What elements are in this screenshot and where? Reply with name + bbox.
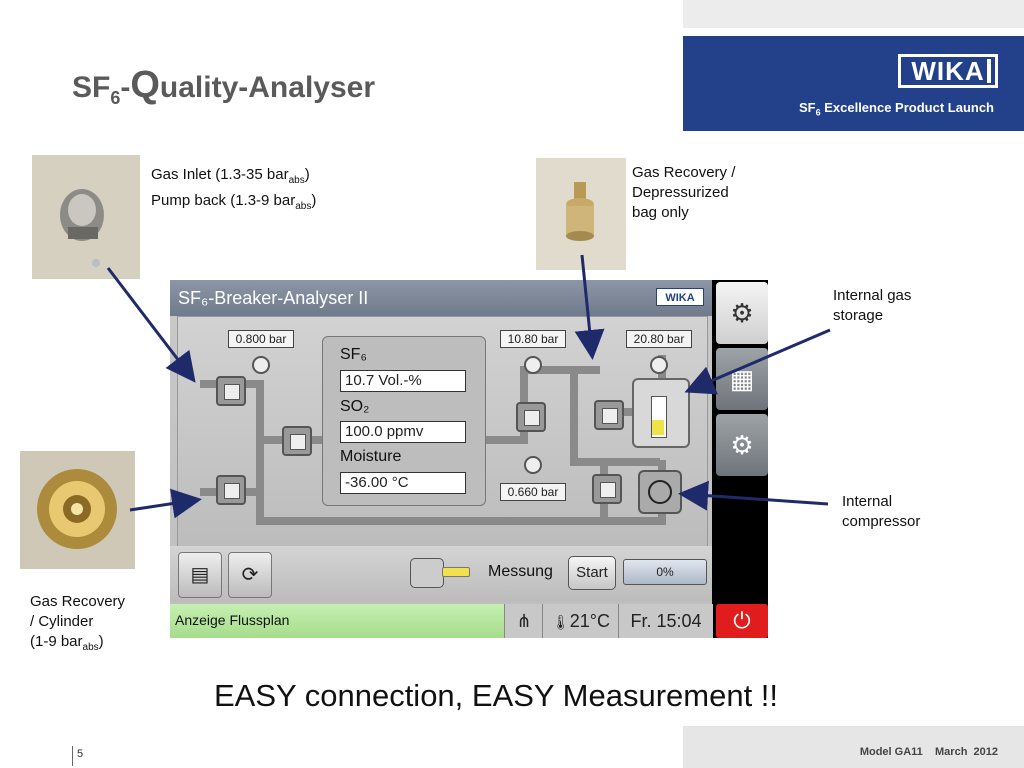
thermometer-icon: 🌡︎ xyxy=(552,614,570,630)
cycle-button[interactable]: ⟳ xyxy=(228,552,272,598)
measure-toggle-indicator xyxy=(442,567,470,577)
pipe xyxy=(570,458,660,466)
power-icon: ⏻ xyxy=(733,608,751,633)
status-datetime: Fr. 15:04 xyxy=(618,604,713,638)
screen-title: SF₆-Breaker-Analyser II xyxy=(178,288,369,308)
pipe xyxy=(484,436,524,444)
screen-title-bar xyxy=(170,280,712,316)
gauge-label-recovery: 10.80 bar xyxy=(500,330,566,348)
callout-gas-inlet: Gas Inlet (1.3-35 barabs) Pump back (1.3… xyxy=(151,166,317,212)
pipe xyxy=(570,366,578,466)
callout-internal-compressor: Internal compressor xyxy=(842,493,921,530)
footer-strip xyxy=(683,726,1024,768)
so2-label: SO₂ xyxy=(340,398,370,415)
callout-gas-recovery-cylinder: Gas Recovery / Cylinder (1-9 barabs) xyxy=(30,593,126,653)
status-mode: Anzeige Flussplan xyxy=(175,612,290,628)
callout-gas-recovery-bag: Gas Recovery / Depressurized bag only xyxy=(632,164,736,221)
sf6-label: SF₆ xyxy=(340,346,367,363)
pressure-gauge-icon xyxy=(524,456,542,474)
so2-value: 100.0 ppmv xyxy=(340,421,466,443)
measure-toggle[interactable] xyxy=(410,558,444,588)
valve-compressor[interactable] xyxy=(592,474,622,504)
slogan: EASY connection, EASY Measurement !! xyxy=(213,678,779,713)
temperature-cell: 🌡︎21°C xyxy=(542,604,619,638)
measurement-progress: 0% xyxy=(623,559,707,585)
gauge-label-inlet: 0.800 bar xyxy=(228,330,294,348)
pipe xyxy=(520,366,600,374)
flow-analysis-nav-button[interactable]: ⚙︎ xyxy=(716,282,768,344)
pressure-gauge-icon xyxy=(252,356,270,374)
clipboard-icon: ▤ xyxy=(190,564,210,586)
valve-middle[interactable] xyxy=(282,426,312,456)
pipe xyxy=(256,380,264,525)
pressure-gauge-icon xyxy=(524,356,542,374)
start-button[interactable]: Start xyxy=(568,556,616,590)
status-mode-bg xyxy=(170,604,504,638)
gas-recovery-bag-photo xyxy=(536,158,626,270)
callout-internal-storage: Internal gas storage xyxy=(833,287,912,324)
analysis-icon: ⚙︎ xyxy=(730,298,754,328)
header-top-strip xyxy=(683,0,1024,28)
pressure-gauge-icon xyxy=(650,356,668,374)
valve-inlet[interactable] xyxy=(216,376,246,406)
valve-recovery[interactable] xyxy=(516,402,546,432)
slide-title: SF6-Quality-Analyser xyxy=(72,64,376,108)
gas-recovery-cylinder-photo xyxy=(20,451,135,569)
wika-logo: WIKA xyxy=(898,54,998,88)
launch-caption: SF6 Excellence Product Launch xyxy=(798,100,994,118)
report-button[interactable]: ▤ xyxy=(178,552,222,598)
gauge-label-lower: 0.660 bar xyxy=(500,483,566,501)
gears-icon: ⚙ xyxy=(730,430,754,460)
footer-divider xyxy=(72,746,73,766)
page-number: 5 xyxy=(77,748,84,760)
power-button[interactable]: ⏻ xyxy=(716,604,768,638)
status-temperature: 21°C xyxy=(569,611,610,631)
sf6-value: 10.7 Vol.-% xyxy=(340,370,466,392)
gas-inlet-photo xyxy=(32,155,140,279)
tank-level-fill xyxy=(652,420,664,435)
pipe xyxy=(256,517,666,525)
moisture-label: Moisture xyxy=(340,448,402,465)
gauge-label-storage: 20.80 bar xyxy=(626,330,692,348)
valve-storage[interactable] xyxy=(594,400,624,430)
footer-model-date: Model GA11 March 2012 xyxy=(859,746,998,758)
screen-wika-logo: WIKA xyxy=(656,288,704,306)
settings-nav-button[interactable]: ⚙ xyxy=(716,414,768,476)
storage-nav-button[interactable]: ▦ xyxy=(716,348,768,410)
messung-label: Messung xyxy=(488,563,553,580)
valve-cylinder[interactable] xyxy=(216,475,246,505)
plug-icon: ⋔ xyxy=(504,604,543,638)
moisture-value: -36.00 °C xyxy=(340,472,466,494)
cycle-icon: ⟳ xyxy=(241,564,259,586)
